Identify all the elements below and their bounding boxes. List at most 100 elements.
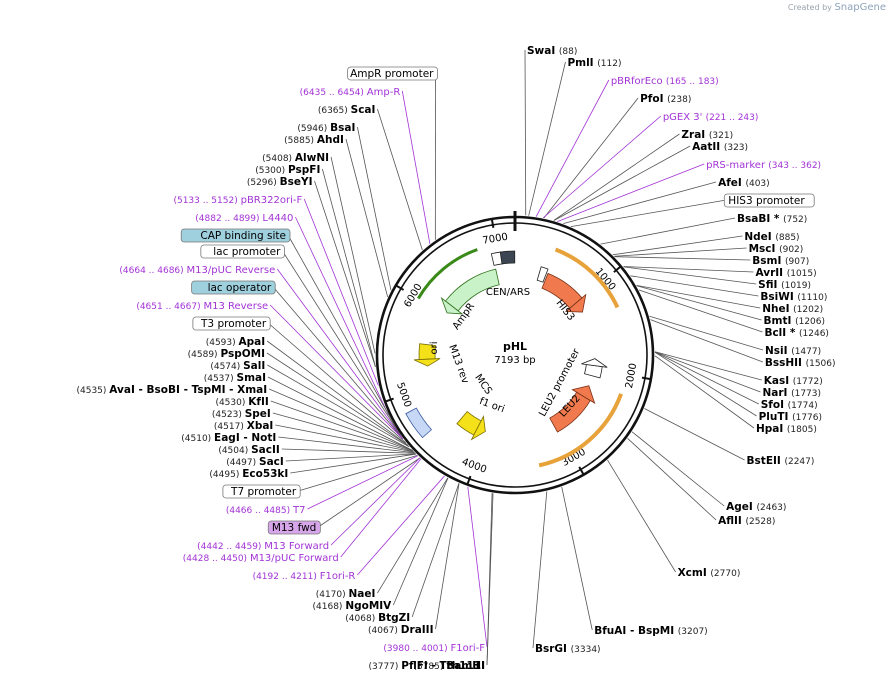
site-label-enz[interactable]: NdeI (885) [744,231,799,243]
feature-box [222,484,301,499]
site-label-feature[interactable]: T3 promoter [192,316,271,331]
cen-ars-label: CEN/ARS [486,287,530,298]
site-label-enz[interactable]: MscI (902) [749,243,804,255]
site-label-enz[interactable]: AgeI (2463) [726,501,786,513]
site-label-enz[interactable]: BsiWI (1110) [760,291,827,303]
site-label-primer[interactable]: (4192 .. 4211) F1ori-R [253,571,356,582]
tick-mark [385,397,394,403]
site-label-primer[interactable]: (4882 .. 4899) L4440 [195,213,293,224]
tick-mark [466,475,472,484]
site-label-feature-blue[interactable]: CAP binding site [180,228,291,243]
site-text: (3980 .. 4001) F1ori-F [383,643,485,654]
site-label-enz[interactable]: BsmI (907) [752,255,809,267]
site-label-enz[interactable]: BssHII (1506) [765,357,836,369]
site-label-primer[interactable]: (4466 .. 4485) T7 [226,505,306,516]
site-label-feature[interactable]: lac promoter [200,244,285,259]
site-label-enz[interactable]: BsrGI (3334) [535,643,601,655]
site-label-enz[interactable]: (4523) SpeI [212,408,271,420]
site-label-enz[interactable]: (4497) SacI [226,456,284,468]
leu2-outer-arc [538,393,623,468]
site-label-enz[interactable]: (4530) KfII [215,396,268,408]
site-label-enz[interactable]: (3785) BamHI [413,660,485,672]
leader-line [638,289,763,333]
site-label-enz[interactable]: PfoI (238) [640,93,691,105]
site-label-enz[interactable]: (4589) PspOMI [188,348,265,360]
leader-line [357,126,392,291]
site-label-enz[interactable]: BclI * (1246) [764,327,828,339]
site-label-enz[interactable]: (4593) ApaI [206,336,265,348]
site-label-enz[interactable]: BstEII (2247) [747,455,815,467]
site-label-enz[interactable]: (5408) AlwNI [262,152,329,164]
site-label-enz[interactable]: AflII (2528) [718,515,775,527]
leader-line [276,268,403,438]
site-label-enz[interactable]: (5946) BsaI [297,122,355,134]
site-label-enz[interactable]: (4170) NaeI [316,588,376,600]
leader-line [535,79,610,217]
site-label-enz[interactable]: ZraI (321) [681,129,733,141]
site-label-enz[interactable]: BfuAI - BspMI (3207) [594,625,707,637]
site-label-enz[interactable]: (4495) Eco53kI [209,468,288,480]
site-label-enz[interactable]: SfiI (1019) [758,279,811,291]
site-label-enz[interactable]: (4510) EagI - NotI [181,432,276,444]
site-text: BsmI (907) [752,255,809,267]
site-text: (6435 .. 6454) Amp-R [300,87,401,98]
site-label-enz[interactable]: BsaBI * (752) [737,213,807,225]
site-label-enz[interactable]: (4537) SmaI [204,372,266,384]
site-text: ZraI (321) [681,129,733,141]
site-label-enz[interactable]: (5885) AhdI [284,134,344,146]
site-label-enz[interactable]: (3777) PflFI - Tth111I [368,660,485,672]
site-label-enz[interactable]: AfeI (403) [718,177,770,189]
site-label-enz[interactable]: (4517) XbaI [214,420,273,432]
site-text: BsiWI (1110) [760,291,827,303]
site-label-enz[interactable]: PmlI (112) [567,57,621,69]
leader-line [557,163,705,222]
site-label-primer[interactable]: (4442 .. 4459) M13 Forward [197,541,329,552]
site-label-enz[interactable]: PluTI (1776) [759,411,822,423]
site-label-feature[interactable]: T7 promoter [222,484,301,499]
site-label-primer[interactable]: (5133 .. 5152) pBR322ori-F [173,195,302,206]
site-label-primer[interactable]: (4651 .. 4667) M13 Reverse [136,301,268,312]
site-label-enz[interactable]: KasI (1772) [764,375,823,387]
site-label-primer[interactable]: pBRforEco (165 .. 183) [611,76,719,87]
leader-line [303,198,379,386]
site-label-enz[interactable]: (4168) NgoMIV [313,600,393,612]
site-text: BsaBI * (752) [737,213,807,225]
site-label-primer[interactable]: (6435 .. 6454) Amp-R [300,87,401,98]
site-label-enz[interactable]: (4535) AvaI - BsoBI - TspMI - XmaI [76,384,267,396]
leader-line [612,235,743,256]
site-label-feature[interactable]: HIS3 promoter [723,193,815,208]
site-label-enz[interactable]: (6365) ScaI [318,104,376,116]
site-label-enz[interactable]: BmtI (1206) [764,315,825,327]
site-label-enz[interactable]: SwaI (88) [527,45,577,57]
site-label-feature[interactable]: AmpR promoter [347,66,438,81]
site-label-enz[interactable]: (4068) BtgZI [345,612,410,624]
site-text: AatII (323) [692,141,748,153]
site-text: BstEII (2247) [747,455,815,467]
site-label-enz[interactable]: (5296) BseYI [247,176,313,188]
site-label-primer[interactable]: pGEX 3' (221 .. 243) [663,112,759,123]
site-label-enz[interactable]: AvrII (1015) [755,267,816,279]
site-label-primer[interactable]: (4664 .. 4686) M13/pUC Reverse [119,265,275,276]
site-text: NsiI (1477) [765,345,821,357]
site-label-enz[interactable]: SfoI (1774) [761,399,818,411]
site-text: BssHII (1506) [765,357,836,369]
site-label-enz[interactable]: AatII (323) [692,141,748,153]
site-label-enz[interactable]: (5300) PspFI [255,164,320,176]
site-label-enz[interactable]: XcmI (2770) [678,567,741,579]
site-label-enz[interactable]: NarI (1773) [762,387,821,399]
site-label-enz[interactable]: (4504) SacII [218,444,279,456]
site-label-enz[interactable]: NsiI (1477) [765,345,821,357]
site-label-primer[interactable]: (4428 .. 4450) M13/pUC Forward [183,553,339,564]
site-label-feature-purple[interactable]: M13 fwd [267,520,321,535]
leader-line [553,145,691,221]
site-label-primer[interactable]: (3980 .. 4001) F1ori-F [383,643,485,654]
site-label-enz[interactable]: (4574) SalI [210,360,265,372]
site-label-feature-blue[interactable]: lac operator [191,280,276,295]
site-text: (6365) ScaI [318,104,376,116]
site-text: SfoI (1774) [761,399,818,411]
site-label-enz[interactable]: HpaI (1805) [756,423,817,435]
tick-mark [613,266,621,273]
site-label-enz[interactable]: NheI (1202) [762,303,823,315]
site-label-primer[interactable]: pRS-marker (343 .. 362) [706,160,821,171]
site-label-enz[interactable]: (4067) DraIII [368,624,434,636]
